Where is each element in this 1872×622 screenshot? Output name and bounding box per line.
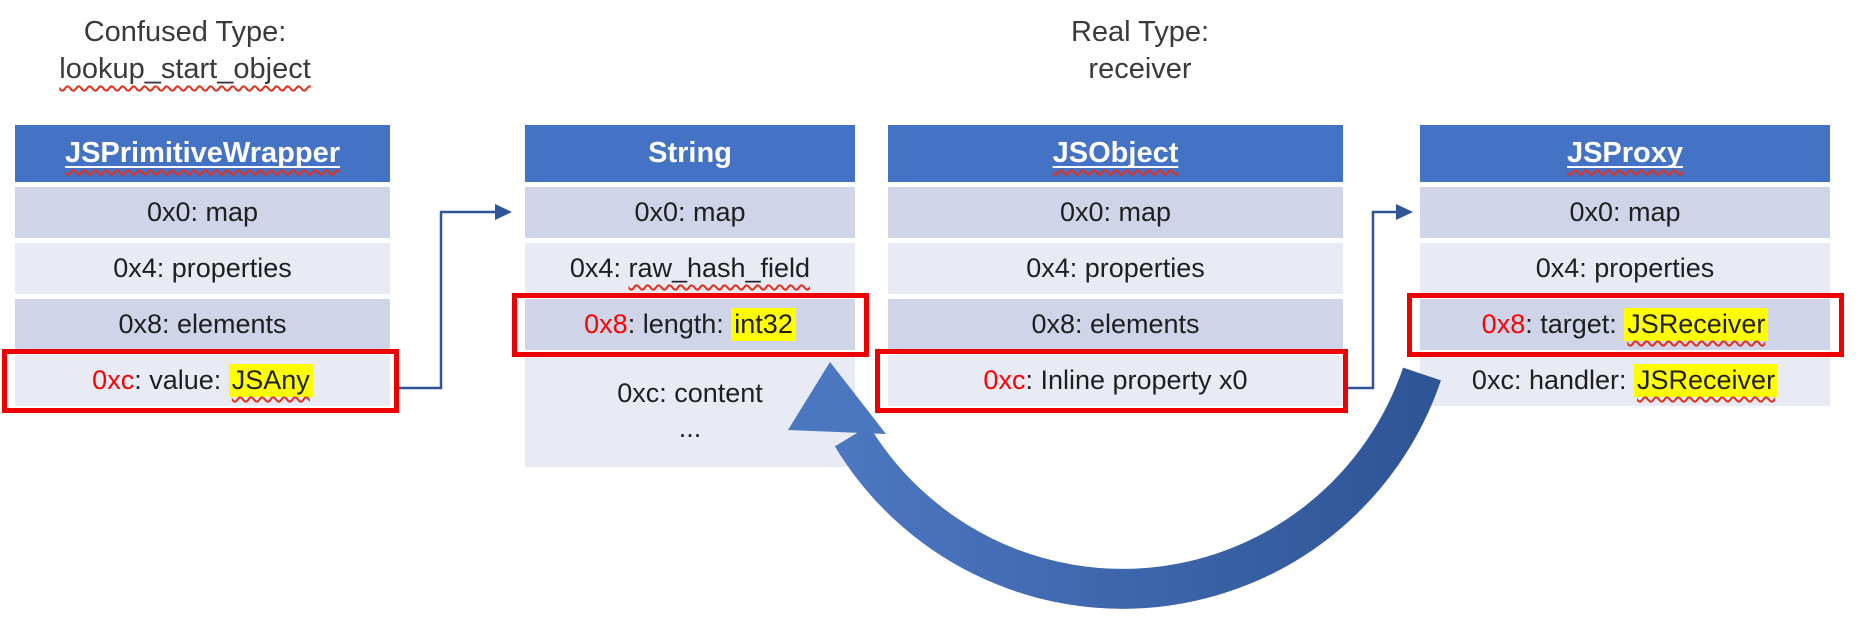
table-row-value-field: 0xc: value: JSAny — [15, 355, 390, 406]
table-row: 0x4: properties — [888, 243, 1343, 294]
pointer-arrowhead-value-to-string — [495, 204, 512, 220]
table-row: 0x0: map — [525, 187, 855, 238]
redbox-jsobject-inline-property — [875, 349, 1348, 413]
real-type-title: Real Type: — [1070, 16, 1210, 48]
redbox-string-length — [512, 293, 869, 357]
pointer-arrowhead-inline-to-jsproxy — [1396, 204, 1413, 220]
table-row: 0x0: map — [1420, 187, 1830, 238]
confused-type-value: lookup_start_object — [59, 53, 311, 85]
table-row: 0x0: map — [888, 187, 1343, 238]
jsproxy-table: JSProxy 0x0: map 0x4: properties 0x8: ta… — [1420, 125, 1830, 411]
table-row: 0x8: elements — [15, 299, 390, 350]
table-row: 0x4: properties — [15, 243, 390, 294]
table-row-target-field: 0x8: target: JSReceiver — [1420, 299, 1830, 350]
table-row: 0x4: properties — [1420, 243, 1830, 294]
confused-type-label: Confused Type: lookup_start_object — [0, 14, 370, 88]
table-row: 0x8: elements — [888, 299, 1343, 350]
table-row: 0x4: raw_hash_field — [525, 243, 855, 294]
table-row-handler-field: 0xc: handler: JSReceiver — [1420, 355, 1830, 406]
table-row: 0x0: map — [15, 187, 390, 238]
pointer-arrow-value-to-string — [399, 210, 496, 390]
table-row-length-field: 0x8: length: int32 — [525, 299, 855, 350]
redbox-jsprimitivewrapper-value — [2, 349, 399, 413]
jsprimitivewrapper-table: JSPrimitiveWrapper 0x0: map 0x4: propert… — [15, 125, 390, 411]
pointer-arrow-inline-to-jsproxy — [1348, 210, 1397, 390]
redbox-jsproxy-target — [1407, 293, 1844, 357]
real-type-label: Real Type: receiver — [955, 14, 1325, 88]
table-header-string: String — [525, 125, 855, 182]
confused-type-title: Confused Type: — [83, 16, 287, 48]
table-header-jsproxy: JSProxy — [1420, 125, 1830, 182]
table-row-content-field: 0xc: content ... — [525, 355, 855, 467]
table-header-jsobject: JSObject — [888, 125, 1343, 182]
real-type-value: receiver — [1088, 53, 1192, 85]
table-header-jsprimitivewrapper: JSPrimitiveWrapper — [15, 125, 390, 182]
